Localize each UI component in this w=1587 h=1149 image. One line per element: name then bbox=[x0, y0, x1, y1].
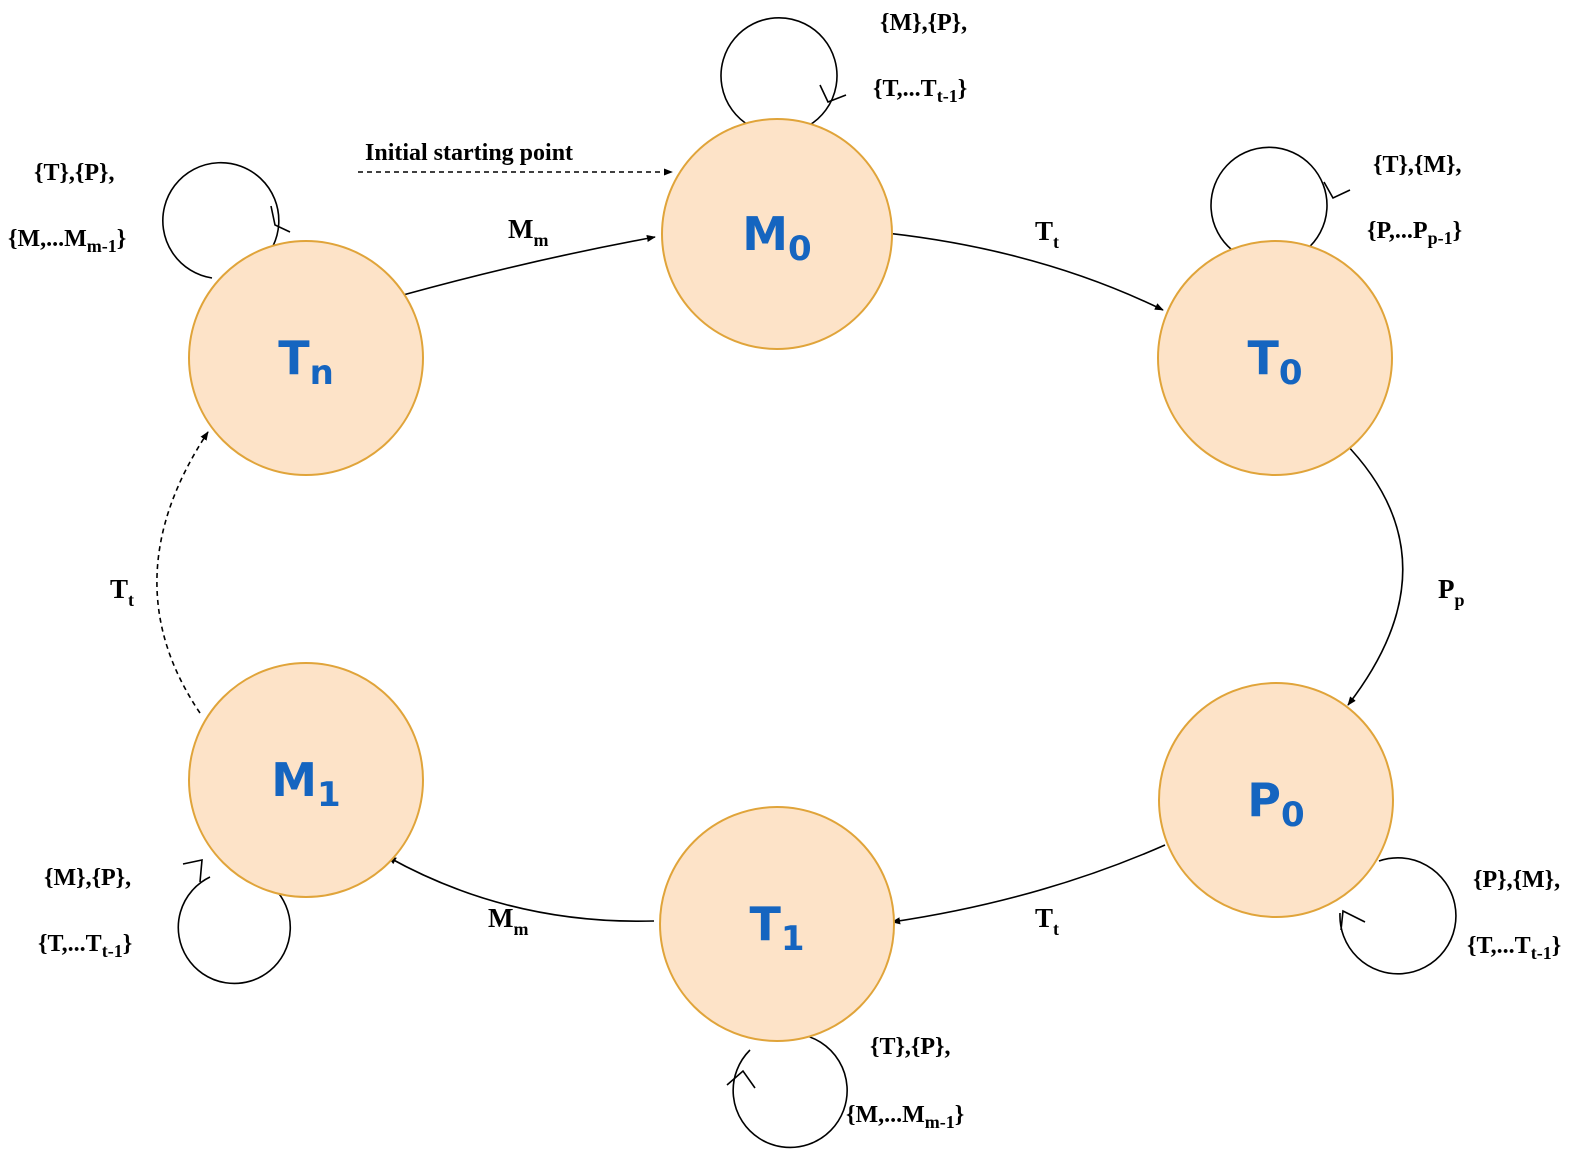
svg-text:Tn: Tn bbox=[278, 331, 334, 393]
edge-label-m0-t0: Tt bbox=[1035, 216, 1059, 252]
edge-label-t1-m1: Mm bbox=[488, 903, 528, 939]
svg-text:{M,...Mm-1}: {M,...Mm-1} bbox=[846, 1102, 964, 1132]
self-loop-label-m0: {M},{P}, {T,...Tt-1} bbox=[873, 10, 967, 106]
self-loop-p0 bbox=[1339, 857, 1457, 975]
node-p0: P0 bbox=[1158, 682, 1394, 918]
self-loop-label-t1: {T},{P}, {M,...Mm-1} bbox=[846, 1034, 964, 1132]
svg-text:{M},{P},: {M},{P}, bbox=[44, 865, 131, 891]
edge-tn-m0 bbox=[402, 234, 656, 296]
svg-text:T0: T0 bbox=[1247, 331, 1302, 393]
svg-text:T1: T1 bbox=[749, 897, 804, 959]
node-m0: M0 bbox=[661, 118, 893, 350]
edge-m0-t0 bbox=[885, 232, 1164, 311]
node-tn: Tn bbox=[188, 240, 424, 476]
svg-text:P0: P0 bbox=[1247, 773, 1304, 835]
svg-text:{T},{P},: {T},{P}, bbox=[34, 160, 115, 186]
node-t0: T0 bbox=[1157, 240, 1393, 476]
initial-starting-point-label: Initial starting point bbox=[365, 140, 573, 166]
self-loop-label-m1: {M},{P}, {T,...Tt-1} bbox=[38, 865, 132, 961]
edge-t1-m1 bbox=[387, 856, 655, 923]
svg-text:{M,...Mm-1}: {M,...Mm-1} bbox=[8, 226, 126, 256]
svg-text:{T},{P},: {T},{P}, bbox=[870, 1034, 951, 1060]
self-loop-t1 bbox=[726, 1033, 848, 1149]
self-loop-label-t0: {T},{M}, {P,...Pp-1} bbox=[1367, 152, 1462, 248]
edge-p0-t1 bbox=[891, 844, 1166, 925]
node-m1: M1 bbox=[188, 662, 424, 898]
edge-label-tn-m0: Mm bbox=[508, 214, 548, 250]
edge-m1-tn-dashed bbox=[156, 431, 209, 714]
svg-text:{P,...Pp-1}: {P,...Pp-1} bbox=[1367, 218, 1462, 248]
edge-label-m1-tn: Tt bbox=[110, 574, 134, 610]
svg-text:{P},{M},: {P},{M}, bbox=[1473, 867, 1560, 893]
self-loop-m1 bbox=[177, 858, 292, 985]
svg-text:{M},{P},: {M},{P}, bbox=[880, 10, 967, 36]
svg-text:M1: M1 bbox=[271, 753, 340, 815]
edge-t0-p0 bbox=[1342, 440, 1404, 706]
self-loop-tn bbox=[162, 161, 291, 279]
svg-text:{T,...Tt-1}: {T,...Tt-1} bbox=[1467, 933, 1561, 963]
edge-label-p0-t1: Tt bbox=[1035, 903, 1059, 939]
svg-text:{T},{M},: {T},{M}, bbox=[1373, 152, 1462, 178]
svg-text:M0: M0 bbox=[742, 207, 811, 269]
self-loop-label-p0: {P},{M}, {T,...Tt-1} bbox=[1467, 867, 1561, 963]
svg-text:{T,...Tt-1}: {T,...Tt-1} bbox=[873, 76, 967, 106]
self-loop-t0 bbox=[1210, 146, 1351, 251]
svg-text:{T,...Tt-1}: {T,...Tt-1} bbox=[38, 931, 132, 961]
edge-label-t0-p0: Pp bbox=[1438, 574, 1465, 610]
self-loop-m0 bbox=[720, 16, 847, 127]
self-loop-label-tn: {T},{P}, {M,...Mm-1} bbox=[8, 160, 126, 256]
node-t1: T1 bbox=[659, 806, 895, 1042]
